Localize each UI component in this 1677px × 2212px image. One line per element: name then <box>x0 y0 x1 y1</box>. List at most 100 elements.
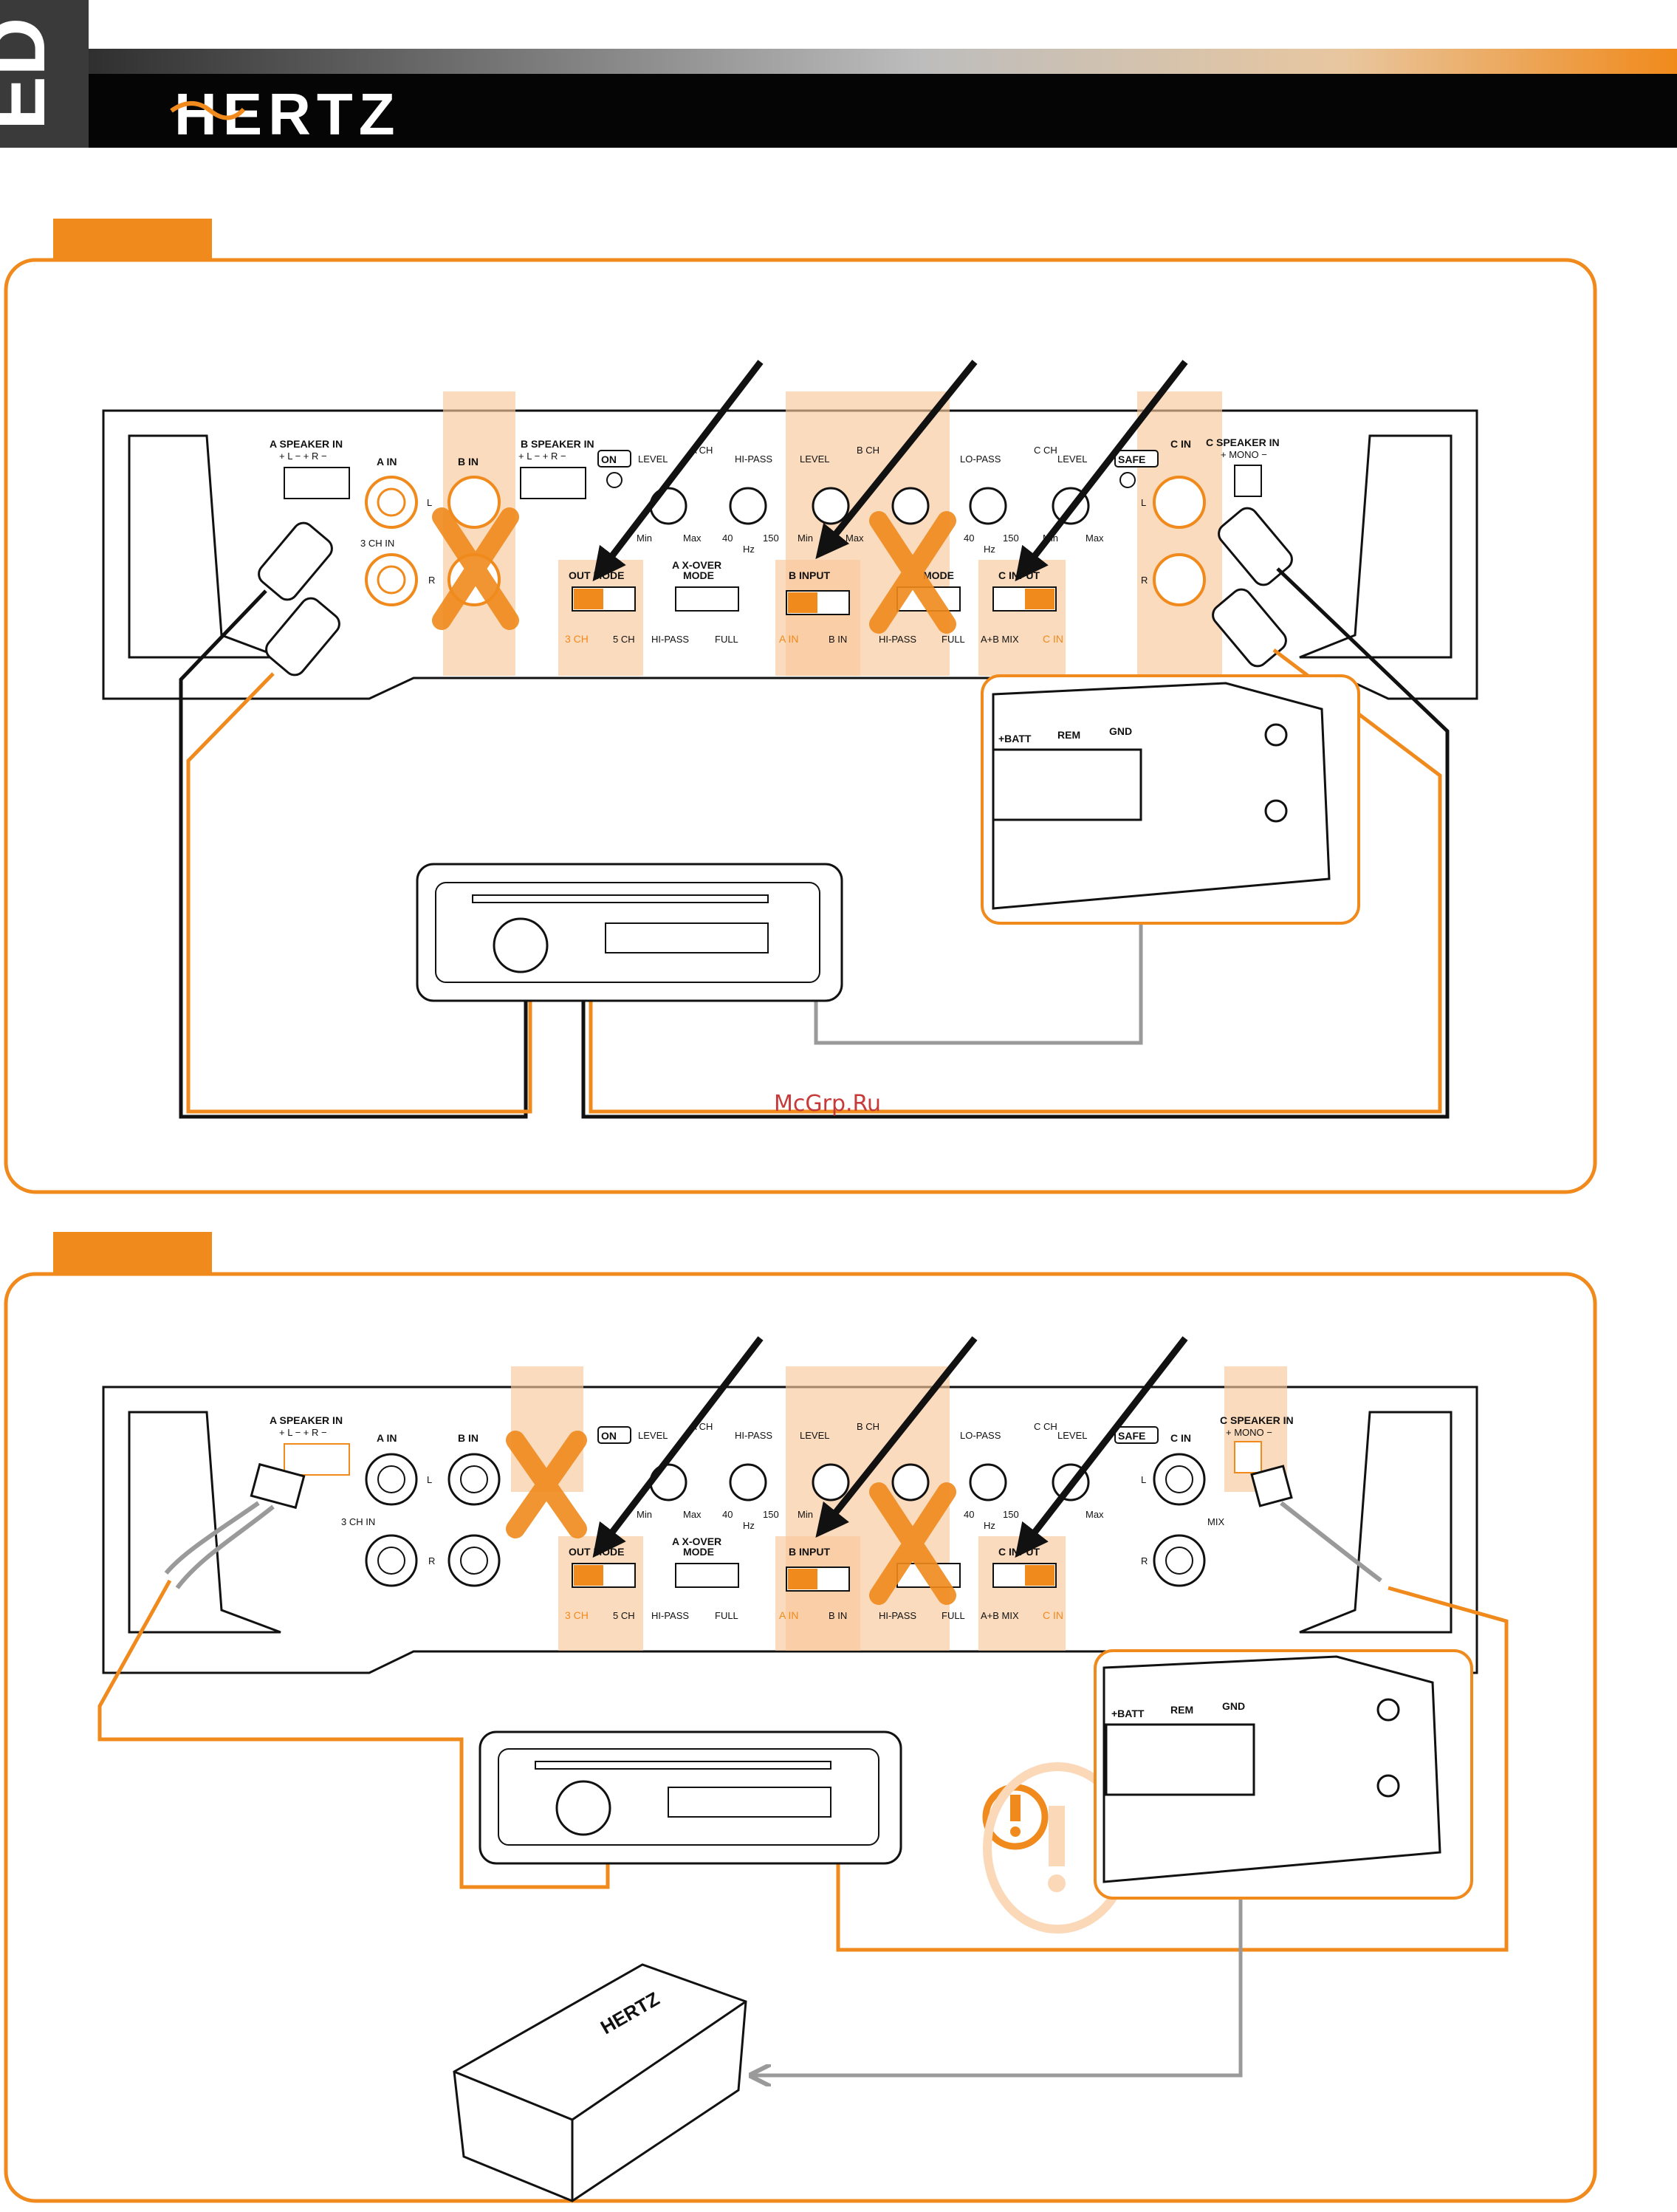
head-unit-2 <box>479 1730 902 1865</box>
b-speaker-in-label: B SPEAKER IN <box>521 438 594 450</box>
a-min-label-2: Min <box>637 1509 652 1520</box>
slave-amp-body <box>453 1963 747 2202</box>
a-hipass-label-2: HI-PASS <box>735 1430 772 1441</box>
b-level-knob[interactable] <box>812 487 850 525</box>
c-lopass-knob[interactable] <box>969 487 1007 525</box>
c-level-label-2: LEVEL <box>1057 1430 1087 1441</box>
a-in-label-2: A IN <box>377 1432 397 1444</box>
diagram-1: A SPEAKER IN + L − + R − A IN B IN B SPE… <box>4 219 1597 1194</box>
b-speaker-connector[interactable] <box>520 467 586 499</box>
b-level-label-2: LEVEL <box>800 1430 829 1441</box>
a-level-label: LEVEL <box>638 453 668 465</box>
c-in-r-jack[interactable] <box>1153 553 1206 606</box>
c-in-option: C IN <box>1043 633 1063 645</box>
amp-end-left-2 <box>128 1411 281 1634</box>
a-speaker-connector[interactable] <box>284 467 350 499</box>
b-level-knob-2[interactable] <box>812 1463 850 1502</box>
a-xover-switch[interactable] <box>675 586 739 612</box>
rca-jacks-2: L R 3 CH IN L R MIX <box>341 1453 1224 1587</box>
b-speaker-pins-label: + L − + R − <box>518 451 566 462</box>
c-40-label: 40 <box>964 533 974 544</box>
amp-end-right-2 <box>1299 1411 1453 1634</box>
power-terminal-inset-2: +BATT REM GND <box>1094 1649 1473 1900</box>
b-full-option-2: FULL <box>942 1610 965 1621</box>
slave-amplifier: HERTZ <box>453 1963 747 2202</box>
b-in-r-jack-2[interactable] <box>447 1534 501 1587</box>
speaker-level-plugs-2 <box>164 1462 1382 1589</box>
a-xover-switch-2[interactable] <box>675 1563 739 1588</box>
speaker-wire-a-2 <box>175 1504 275 1589</box>
a-level-label-2: LEVEL <box>638 1430 668 1441</box>
c-in-l-jack-2[interactable] <box>1153 1453 1206 1506</box>
amp-end-right-1 <box>1299 434 1453 659</box>
head-unit-cd-slot-2 <box>535 1761 831 1770</box>
b-hipass-knob-2[interactable] <box>891 1463 930 1502</box>
diagram-1-tab <box>53 219 212 261</box>
c-in-l-jack-core-2 <box>1165 1465 1193 1493</box>
b-in-l-jack-core-2 <box>460 1465 488 1493</box>
b-hipass-knob[interactable] <box>891 487 930 525</box>
head-unit-volume-knob <box>493 917 549 973</box>
b-in-l-jack[interactable] <box>447 476 501 529</box>
a-hipass-option-2: HI-PASS <box>651 1610 689 1621</box>
a-in-l-jack-2[interactable] <box>365 1453 418 1506</box>
batt-label-2: +BATT <box>1111 1708 1145 1719</box>
a-in-r-jack[interactable] <box>365 553 418 606</box>
x-mark-b-speaker <box>506 1431 587 1538</box>
warning-bang-large <box>1049 1806 1065 1866</box>
b-full-option: FULL <box>942 634 965 645</box>
safe-led-box-2 <box>1114 1426 1159 1444</box>
head-unit-1 <box>416 863 843 1002</box>
b-in-label: B IN <box>458 456 479 468</box>
a-in-l-jack-core-2 <box>377 1465 405 1493</box>
a-in-l-jack[interactable] <box>365 476 418 529</box>
x-mark-b-xover <box>869 511 956 634</box>
c-input-switch-knob <box>1025 589 1054 609</box>
c-150-label-2: 150 <box>1003 1509 1019 1520</box>
a-in-option-2: A IN <box>779 1609 798 1621</box>
b-xover-mode-label: MODE <box>923 569 954 581</box>
b-input-switch-knob <box>788 592 817 613</box>
b-hipass-option-2: HI-PASS <box>879 1610 916 1621</box>
c-speaker-connector[interactable] <box>1234 465 1262 497</box>
three-ch-option-2: 3 CH <box>565 1609 589 1621</box>
c-speaker-connector-2[interactable] <box>1234 1441 1262 1473</box>
c-in-option-2: C IN <box>1043 1609 1063 1621</box>
inset-amp-corner-1 <box>992 682 1331 910</box>
c-lopass-knob-2[interactable] <box>969 1463 1007 1502</box>
speaker-plug-c <box>1250 1465 1293 1507</box>
a-xover-label-2-2: MODE <box>683 1546 714 1558</box>
knobs-1: Min Max 40 150 Hz Min Max 40 150 Hz Min … <box>637 487 1104 555</box>
b-min-label-2: Min <box>798 1509 813 1520</box>
b-in-label-2: B IN <box>458 1432 479 1444</box>
a-speaker-connector-2[interactable] <box>284 1443 350 1476</box>
a-max-label: Max <box>683 533 702 544</box>
safe-led-box <box>1114 450 1159 468</box>
a-hipass-knob-2[interactable] <box>729 1463 767 1502</box>
switches-2: OUT MODE 3 CH 5 CH A X-OVER MODE HI-PASS… <box>565 1535 1063 1621</box>
header-black-band <box>0 74 1677 148</box>
amp-end-left-1 <box>128 434 281 659</box>
c-ch-label-2: C CH <box>1034 1421 1057 1432</box>
disabled-x-marks-2 <box>506 1431 956 1605</box>
a-hipass-knob[interactable] <box>729 487 767 525</box>
b-level-label: LEVEL <box>800 453 829 465</box>
on-label-2: ON <box>601 1430 617 1442</box>
arrow-c-input <box>1015 360 1188 582</box>
safe-label-2: SAFE <box>1118 1430 1145 1442</box>
b-input-switch-knob-2 <box>788 1569 817 1589</box>
a-40-label: 40 <box>722 533 733 544</box>
rca-cables-1 <box>179 567 1450 1119</box>
fuse-screw-4 <box>1376 1774 1400 1798</box>
b-in-l-jack-2[interactable] <box>447 1453 501 1506</box>
b-input-label-2: B INPUT <box>789 1546 830 1558</box>
a-150-label-2: 150 <box>763 1509 779 1520</box>
c-in-l-jack[interactable] <box>1153 476 1206 529</box>
c-lopass-label: LO-PASS <box>960 453 1001 465</box>
a-in-option: A IN <box>779 633 798 645</box>
rca-jacks-1: L R 3 CH IN L R <box>360 472 1206 606</box>
a-in-r-jack-2[interactable] <box>365 1534 418 1587</box>
terminal-block-2 <box>1105 1723 1255 1796</box>
x-mark-b-xover-2 <box>869 1482 956 1605</box>
c-in-r-jack-2[interactable] <box>1153 1534 1206 1587</box>
